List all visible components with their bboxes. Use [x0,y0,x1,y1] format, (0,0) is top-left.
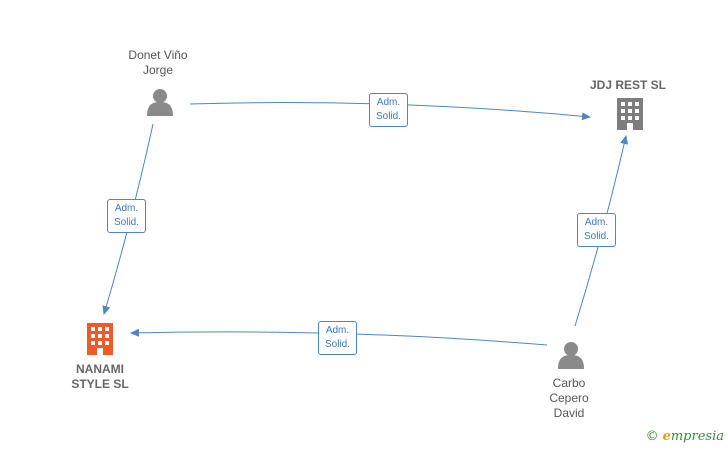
edge-label-carbo-nanami: Adm. Solid. [318,321,358,355]
brand-watermark: ©empresia [646,429,724,444]
brand-name-first: e [662,429,671,444]
brand-name-rest: mpresia [670,429,724,444]
edge-label-carbo-jdj: Adm. Solid. [577,213,617,247]
person-icon[interactable] [147,89,173,116]
building-icon[interactable] [617,98,643,130]
copyright-icon: © [645,429,659,444]
node-label-jdj[interactable]: JDJ REST SL [589,78,667,92]
person-icon[interactable] [558,342,584,369]
node-label-nanami[interactable]: NANAMI STYLE SL [71,362,129,391]
edge-label-donet-jdj: Adm. Solid. [369,93,409,127]
node-label-carbo[interactable]: Carbo Cepero David [549,376,589,420]
building-icon[interactable] [87,323,113,355]
node-label-donet[interactable]: Donet Viño Jorge [128,48,188,77]
edge-label-donet-nanami: Adm. Solid. [107,199,147,233]
